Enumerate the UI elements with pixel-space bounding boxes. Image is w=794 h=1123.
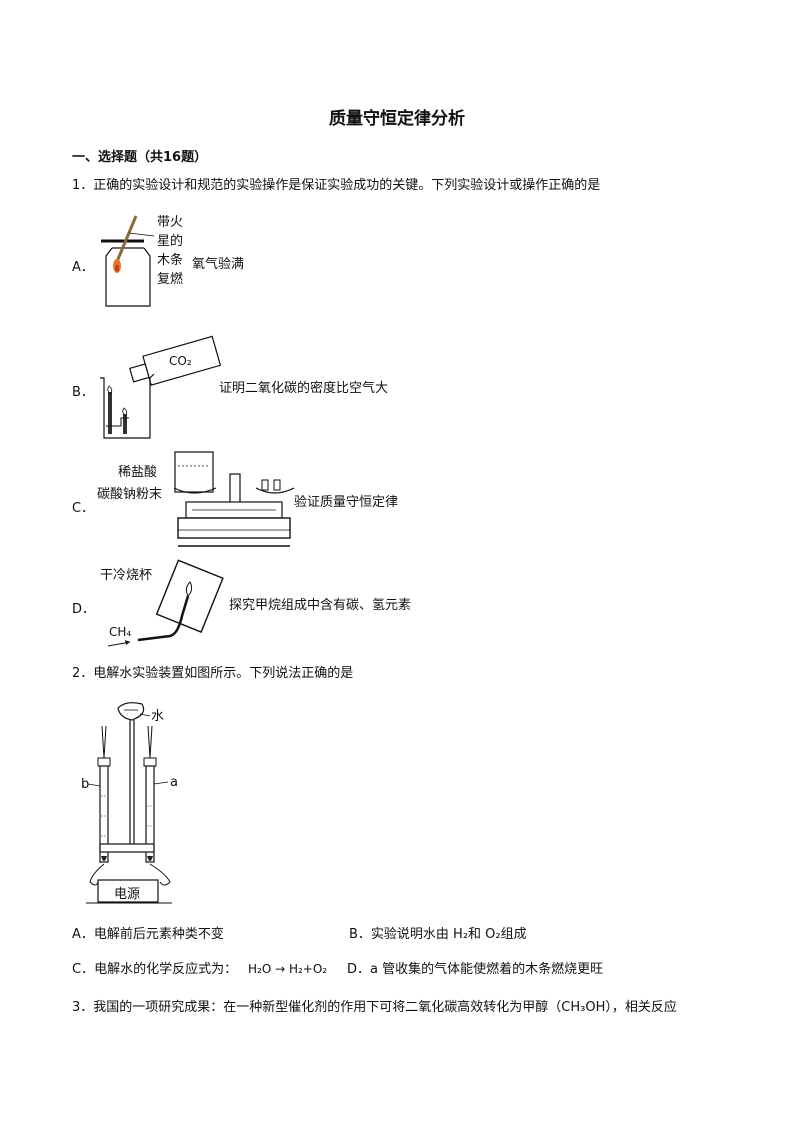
- q1-d-label-gas: CH₄: [109, 625, 132, 639]
- q1-a-caption: 氧气验满: [192, 257, 245, 272]
- q1-c-label-acid: 稀盐酸: [118, 465, 158, 480]
- q1-b-gas-label: CO₂: [169, 354, 192, 368]
- q1-option-a-letter: A．: [72, 260, 94, 275]
- question-1-stem: 1．正确的实验设计和规范的实验操作是保证实验成功的关键。下列实验设计或操作正确的…: [72, 178, 601, 193]
- q2-fig-tube-a-label: a: [170, 775, 178, 790]
- oxygen-test-figure: [101, 215, 155, 307]
- q2-fig-power-label: 电源: [114, 887, 141, 902]
- question-3-stem: 3．我国的一项研究成果：在一种新型催化剂的作用下可将二氧化碳高效转化为甲醇（CH…: [72, 1000, 677, 1015]
- q1-option-c-letter: C．: [72, 501, 95, 516]
- q1-c-label-powder: 碳酸钠粉末: [97, 487, 163, 502]
- q2-option-c-formula: H₂O → H₂+O₂: [248, 962, 328, 976]
- q1-c-caption: 验证质量守恒定律: [294, 495, 399, 510]
- q2-fig-water-label: 水: [151, 709, 165, 724]
- q2-option-d: D．a 管收集的气体能使燃着的木条燃烧更旺: [347, 962, 604, 977]
- question-2-stem: 2．电解水实验装置如图所示。下列说法正确的是: [72, 666, 354, 681]
- section-heading: 一、选择题（共16题）: [72, 150, 208, 165]
- q2-fig-tube-b-label: b: [81, 777, 90, 792]
- q2-option-c-prefix: C．电解水的化学反应式为：: [72, 962, 238, 977]
- q1-a-label-line-4: 复燃: [157, 272, 184, 287]
- q1-d-caption: 探究甲烷组成中含有碳、氢元素: [229, 598, 412, 613]
- q1-a-label-line-2: 星的: [157, 234, 184, 249]
- q2-option-a: A．电解前后元素种类不变: [72, 927, 224, 942]
- q1-option-d-letter: D．: [72, 602, 96, 617]
- balance-figure: [173, 451, 295, 547]
- q1-option-b-letter: B．: [72, 385, 94, 400]
- q1-a-label-line-1: 带火: [157, 215, 184, 230]
- q1-b-caption: 证明二氧化碳的密度比空气大: [219, 381, 389, 396]
- q1-d-label-beaker: 干冷烧杯: [100, 568, 153, 583]
- methane-beaker-figure: [107, 559, 224, 647]
- co2-density-figure: [100, 335, 222, 439]
- page-title: 质量守恒定律分析: [329, 109, 465, 129]
- q1-a-label-line-3: 木条: [157, 253, 184, 268]
- electrolysis-apparatus-figure: [86, 702, 172, 904]
- q2-option-b: B．实验说明水由 H₂和 O₂组成: [349, 927, 527, 942]
